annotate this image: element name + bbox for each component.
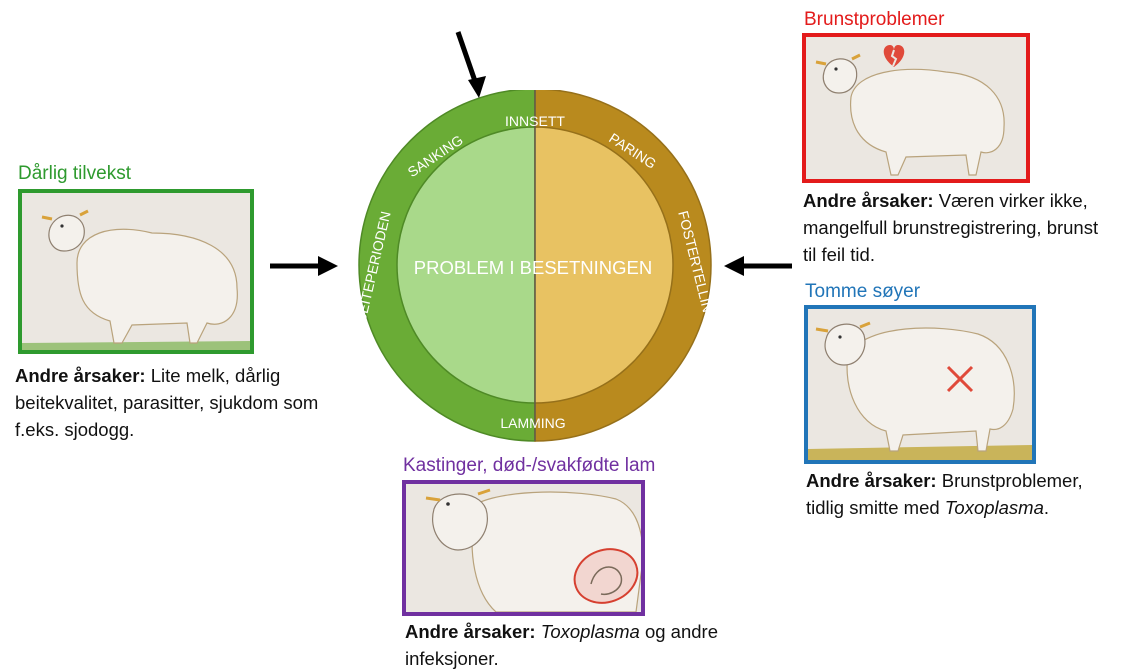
arrow-left-to-wheel-icon — [270, 256, 338, 276]
heat-description: Andre årsaker: Væren virker ikke, mangel… — [803, 187, 1115, 268]
inner-left-half — [396, 126, 536, 404]
abortion-title: Kastinger, død-/svakfødte lam — [403, 455, 656, 476]
heat-image-frame — [802, 33, 1030, 183]
empty-cause-text: Brunstproblemer, tidlig smitte med — [806, 470, 1083, 518]
inner-right-half — [534, 126, 674, 404]
growth-description: Andre årsaker: Lite melk, dårlig beitekv… — [15, 362, 320, 443]
growth-cause-label: Andre årsaker: — [15, 365, 146, 386]
growth-title: Dårlig tilvekst — [18, 163, 131, 184]
empty-image-frame — [804, 305, 1036, 464]
heat-cause-text: Væren virker ikke, mangelfull brunstregi… — [803, 190, 1099, 265]
abortion-cause-text: og andre infeksjoner. — [405, 621, 718, 669]
empty-cause-end: . — [1043, 497, 1050, 518]
sheep-drawing — [808, 309, 1032, 460]
production-cycle-wheel: INNSETT PARING FOSTERTELLING LAMMING BEI… — [353, 90, 719, 442]
growth-cause-text: Lite melk, dårlig beitekvalitet, parasit… — [15, 365, 319, 440]
ring-label-innsett: INNSETT — [505, 113, 565, 129]
heat-cause-label: Andre årsaker: — [803, 190, 934, 211]
broken-heart-icon — [883, 45, 905, 67]
abortion-description: Andre årsaker: Toxoplasma og andre infek… — [405, 618, 755, 672]
sheep-drawing — [406, 484, 641, 612]
arrow-top-icon — [455, 31, 486, 98]
sheep-drawing — [806, 37, 1026, 179]
empty-description: Andre årsaker: Brunstproblemer, tidlig s… — [806, 467, 1118, 521]
abortion-image-frame — [402, 480, 645, 616]
growth-image-frame — [18, 189, 254, 354]
empty-title: Tomme søyer — [805, 281, 921, 302]
empty-cause-label: Andre årsaker: — [806, 470, 937, 491]
cross-icon — [946, 365, 974, 393]
abortion-cause-label: Andre årsaker: — [405, 621, 536, 642]
ring-label-lamming: LAMMING — [500, 415, 565, 431]
arrow-right-to-wheel-icon — [724, 256, 792, 276]
heat-title: Brunstproblemer — [804, 9, 945, 30]
center-label: PROBLEM I BESETNINGEN — [414, 257, 653, 278]
abortion-cause-italic: Toxoplasma — [540, 621, 640, 642]
sheep-drawing — [22, 193, 250, 350]
empty-cause-italic: Toxoplasma — [944, 497, 1044, 518]
